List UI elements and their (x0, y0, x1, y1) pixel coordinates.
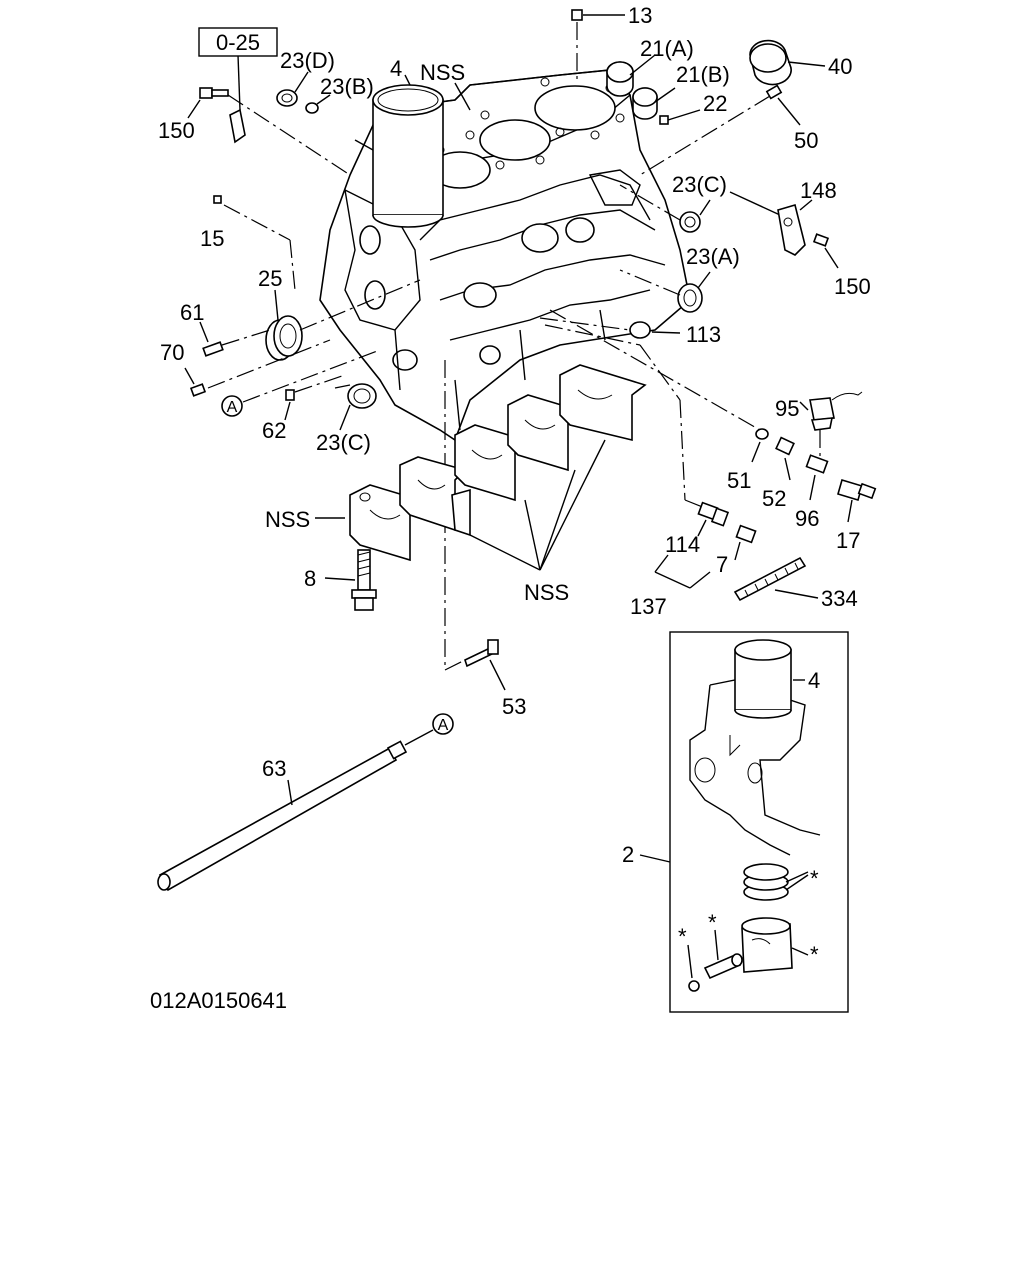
snap-ring (688, 980, 700, 992)
cylinder-bore-1 (534, 85, 616, 131)
oil-seal-25 (265, 315, 303, 361)
sensor-95 (809, 391, 863, 431)
dipstick-guide-334 (733, 556, 807, 602)
plug-21a (606, 61, 634, 97)
plug-15 (213, 195, 222, 204)
piston-pin (703, 953, 743, 980)
label-70: 70 (160, 340, 184, 365)
washer-51 (755, 428, 769, 440)
label-113: 113 (686, 322, 721, 347)
label-23a: 23(A) (686, 244, 740, 269)
label-96: 96 (795, 506, 819, 531)
bolt-53 (464, 639, 499, 668)
circle-a-left-letter: A (227, 399, 238, 416)
label-150-left: 150 (158, 118, 195, 143)
plug-113 (629, 321, 651, 339)
figure-code: 012A0150641 (150, 988, 287, 1013)
plug-22 (659, 115, 669, 125)
star-marker-snap-ring: * (678, 924, 687, 949)
cylinder-liner (372, 84, 444, 228)
label-61: 61 (180, 300, 204, 325)
plug-13 (571, 9, 583, 21)
star-marker-rings: * (810, 866, 819, 891)
oil-pipe-63 (157, 740, 408, 892)
label-53: 53 (502, 694, 526, 719)
label-4-top: 4 (390, 56, 402, 81)
inset-cylinder-liner (734, 639, 792, 719)
label-63: 63 (262, 756, 286, 781)
label-23b: 23(B) (320, 74, 374, 99)
pin-62 (285, 389, 295, 401)
label-51: 51 (727, 468, 751, 493)
circle-a-bottom-letter: A (438, 717, 449, 734)
label-137: 137 (630, 594, 667, 619)
pin-61 (202, 341, 224, 357)
label-23d: 23(D) (280, 48, 335, 73)
label-148: 148 (800, 178, 837, 203)
label-52: 52 (762, 486, 786, 511)
label-17: 17 (836, 528, 860, 553)
bolt-114 (697, 501, 730, 527)
fitting-52 (775, 436, 795, 456)
label-2: 2 (622, 842, 634, 867)
seal-23b (305, 102, 319, 114)
label-95: 95 (775, 396, 799, 421)
bracket-148 (777, 203, 806, 256)
label-8: 8 (304, 566, 316, 591)
plug-21b (632, 87, 658, 120)
pin-70 (189, 383, 207, 397)
label-62: 62 (262, 418, 286, 443)
label-nss-left: NSS (265, 507, 310, 532)
reference-circle-a-left (221, 395, 243, 417)
label-23c-left: 23(C) (316, 430, 371, 455)
bolt-150-right (812, 233, 830, 247)
seal-23c-right (679, 211, 701, 233)
bearing-cap-5 (559, 364, 647, 442)
label-40: 40 (828, 54, 852, 79)
cap-40 (749, 39, 792, 86)
cylinder-bore-2 (479, 119, 551, 161)
label-25: 25 (258, 266, 282, 291)
label-21b: 21(B) (676, 62, 730, 87)
label-21a: 21(A) (640, 36, 694, 61)
bolt-7 (735, 524, 757, 544)
ref-box-frame (198, 27, 278, 57)
star-marker-piston: * (810, 942, 819, 967)
label-50: 50 (794, 128, 818, 153)
reference-circle-a-bottom (432, 713, 454, 735)
seal-23c-left (347, 383, 377, 409)
piston (741, 917, 793, 973)
seal-23d (276, 89, 298, 107)
label-114: 114 (665, 532, 700, 557)
piston-rings (743, 863, 789, 901)
ref-box-label: 0-25 (216, 30, 260, 55)
label-13: 13 (628, 3, 652, 28)
label-nss-bottom: NSS (524, 580, 569, 605)
pin-50 (765, 84, 783, 100)
seal-23a (677, 283, 703, 313)
label-150-right: 150 (834, 274, 871, 299)
label-7: 7 (716, 552, 728, 577)
label-334: 334 (821, 586, 858, 611)
inset-frame (669, 631, 849, 1013)
star-marker-pin: * (708, 910, 717, 935)
fitting-96 (805, 454, 829, 474)
switch-17 (837, 479, 877, 501)
label-15: 15 (200, 226, 224, 251)
label-nss-top: NSS (420, 60, 465, 85)
label-22: 22 (703, 91, 727, 116)
label-23c-right: 23(C) (672, 172, 727, 197)
bolt-8 (351, 549, 377, 611)
bolt-150-left (199, 87, 229, 99)
bracket-0-25 (229, 108, 246, 144)
label-4-inset: 4 (808, 668, 820, 693)
